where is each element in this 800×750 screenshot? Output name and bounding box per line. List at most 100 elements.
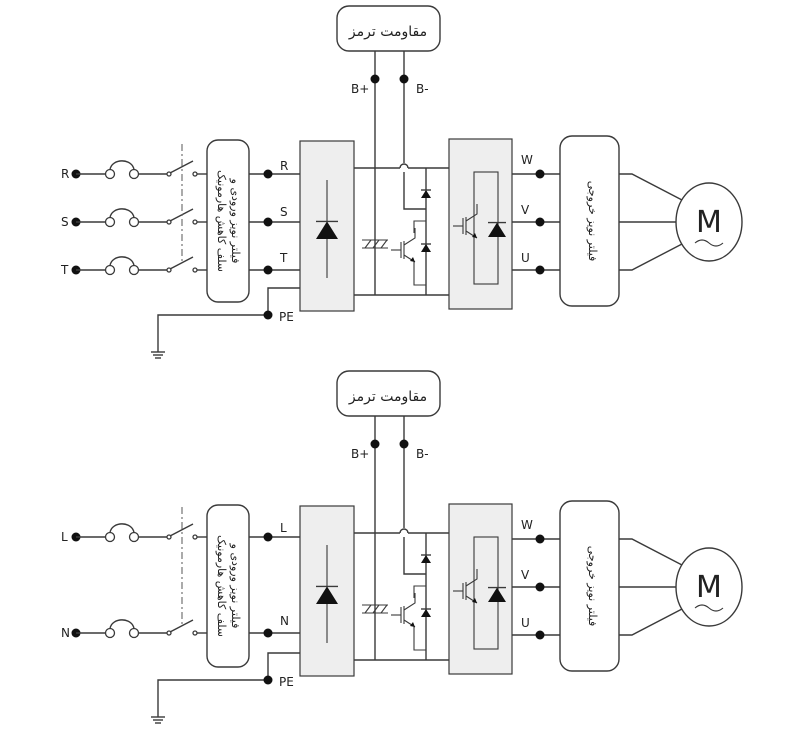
filter-output-terminal: [263, 265, 273, 275]
ground-wire: [157, 314, 268, 352]
output-filter-box: [559, 500, 620, 672]
igbt-emitter-arrow: [410, 257, 415, 262]
input-terminal-label-N: N: [61, 626, 70, 640]
b-minus-terminal: [399, 74, 409, 84]
input-terminal-label-L: L: [61, 530, 68, 544]
brake-diode-icon: [421, 554, 431, 563]
pe-label: PE: [279, 310, 294, 324]
fuse-terminal: [104, 216, 116, 228]
converter-input-label-T: T: [279, 251, 288, 265]
inverter-diode-icon: [488, 586, 506, 602]
wire-crossover-hop: [399, 528, 409, 534]
fuse-icon: [109, 208, 135, 218]
motor-wire-w: [619, 173, 683, 201]
diode-triangle: [421, 190, 431, 198]
diode-triangle: [421, 609, 431, 617]
ground-wire: [157, 679, 268, 717]
fuse-icon: [109, 523, 135, 533]
output-terminal-W: [535, 169, 545, 179]
output-label-U: U: [521, 251, 530, 265]
brake-chopper-igbt-icon: [391, 593, 416, 628]
igbt-emitter-arrow: [472, 598, 477, 603]
motor-label: M: [696, 205, 722, 240]
brake-resistor-label: مقاومت ترمز: [348, 24, 427, 40]
breaker-contact: [192, 171, 198, 177]
chopper-collector-wire: [413, 220, 426, 233]
b-minus-label: B-: [416, 82, 429, 96]
inverter-igbt-icon: [453, 569, 478, 604]
chopper-freewheel-diode-icon: [421, 243, 431, 252]
brake-resistor-return: [403, 172, 426, 210]
brake-resistor-label: مقاومت ترمز: [348, 389, 427, 405]
motor-label: M: [696, 570, 722, 605]
b-plus-terminal: [370, 74, 380, 84]
pe-wire: [267, 652, 300, 680]
diode-triangle: [316, 221, 338, 239]
breaker-switch-blade: [169, 619, 194, 633]
output-label-W: W: [521, 518, 533, 532]
input-filter-label-line-1: فیلتر نویز ورودی و: [229, 178, 242, 264]
input-terminal-label-R: R: [61, 167, 69, 181]
diode-triangle: [421, 555, 431, 563]
converter-input-label-R: R: [280, 159, 288, 173]
filter-output-terminal: [263, 628, 273, 638]
filter-output-terminal: [263, 532, 273, 542]
motor-ac-symbol: [694, 604, 724, 612]
motor-wire-w: [619, 538, 683, 566]
output-terminal-W: [535, 534, 545, 544]
diode-triangle: [488, 587, 506, 602]
igbt-collector: [465, 204, 478, 222]
pe-terminal: [263, 310, 273, 320]
fuse-icon: [109, 256, 135, 266]
breaker-contact: [192, 219, 198, 225]
output-filter-box: [559, 135, 620, 307]
filter-output-terminal: [263, 217, 273, 227]
motor-circle: [675, 547, 743, 627]
ground-icon: [151, 716, 165, 724]
input-terminal-label-T: T: [60, 263, 69, 277]
igbt-emitter-arrow: [410, 622, 415, 627]
igbt-collector: [465, 569, 478, 587]
input-filter-label-line-2: سلف کاهش هارمونیک: [215, 170, 228, 272]
b-plus-label: B+: [351, 82, 369, 96]
wire-crossover-hop: [399, 163, 409, 169]
b-plus-terminal: [370, 439, 380, 449]
diode-triangle: [316, 586, 338, 604]
fuse-icon: [109, 160, 135, 170]
output-terminal-U: [535, 630, 545, 640]
breaker-contact: [192, 630, 198, 636]
converter-input-label-L: L: [280, 521, 287, 535]
dc-capacitor-icon: [362, 239, 388, 249]
output-terminal-V: [535, 582, 545, 592]
inverter-diode-icon: [488, 221, 506, 237]
brake-chopper-igbt-icon: [391, 228, 416, 263]
inverter-module: [448, 138, 513, 310]
motor-circle: [675, 182, 743, 262]
breaker-contact: [192, 534, 198, 540]
dc-capacitor-icon: [362, 604, 388, 614]
input-filter-label-line-1: فیلتر نویز ورودی و: [229, 543, 242, 629]
motor-wire-u: [619, 243, 683, 271]
input-filter-box: [206, 504, 250, 668]
chopper-collector-wire: [413, 585, 426, 598]
b-plus-label: B+: [351, 447, 369, 461]
motor-wire-u: [619, 608, 683, 636]
diode-triangle: [421, 244, 431, 252]
chopper-emitter-wire: [413, 262, 426, 286]
output-label-V: V: [521, 203, 530, 217]
fuse-icon: [109, 619, 135, 629]
brake-resistor-box: [336, 5, 441, 52]
pe-terminal: [263, 675, 273, 685]
fuse-terminal: [104, 264, 116, 276]
fuse-terminal: [104, 531, 116, 543]
brake-resistor-box: [336, 370, 441, 417]
fuse-terminal: [104, 627, 116, 639]
output-filter-label: فیلتر نویز خروجی: [586, 181, 599, 262]
b-minus-terminal: [399, 439, 409, 449]
fuse-terminal: [104, 168, 116, 180]
input-filter-label-line-2: سلف کاهش هارمونیک: [215, 535, 228, 637]
